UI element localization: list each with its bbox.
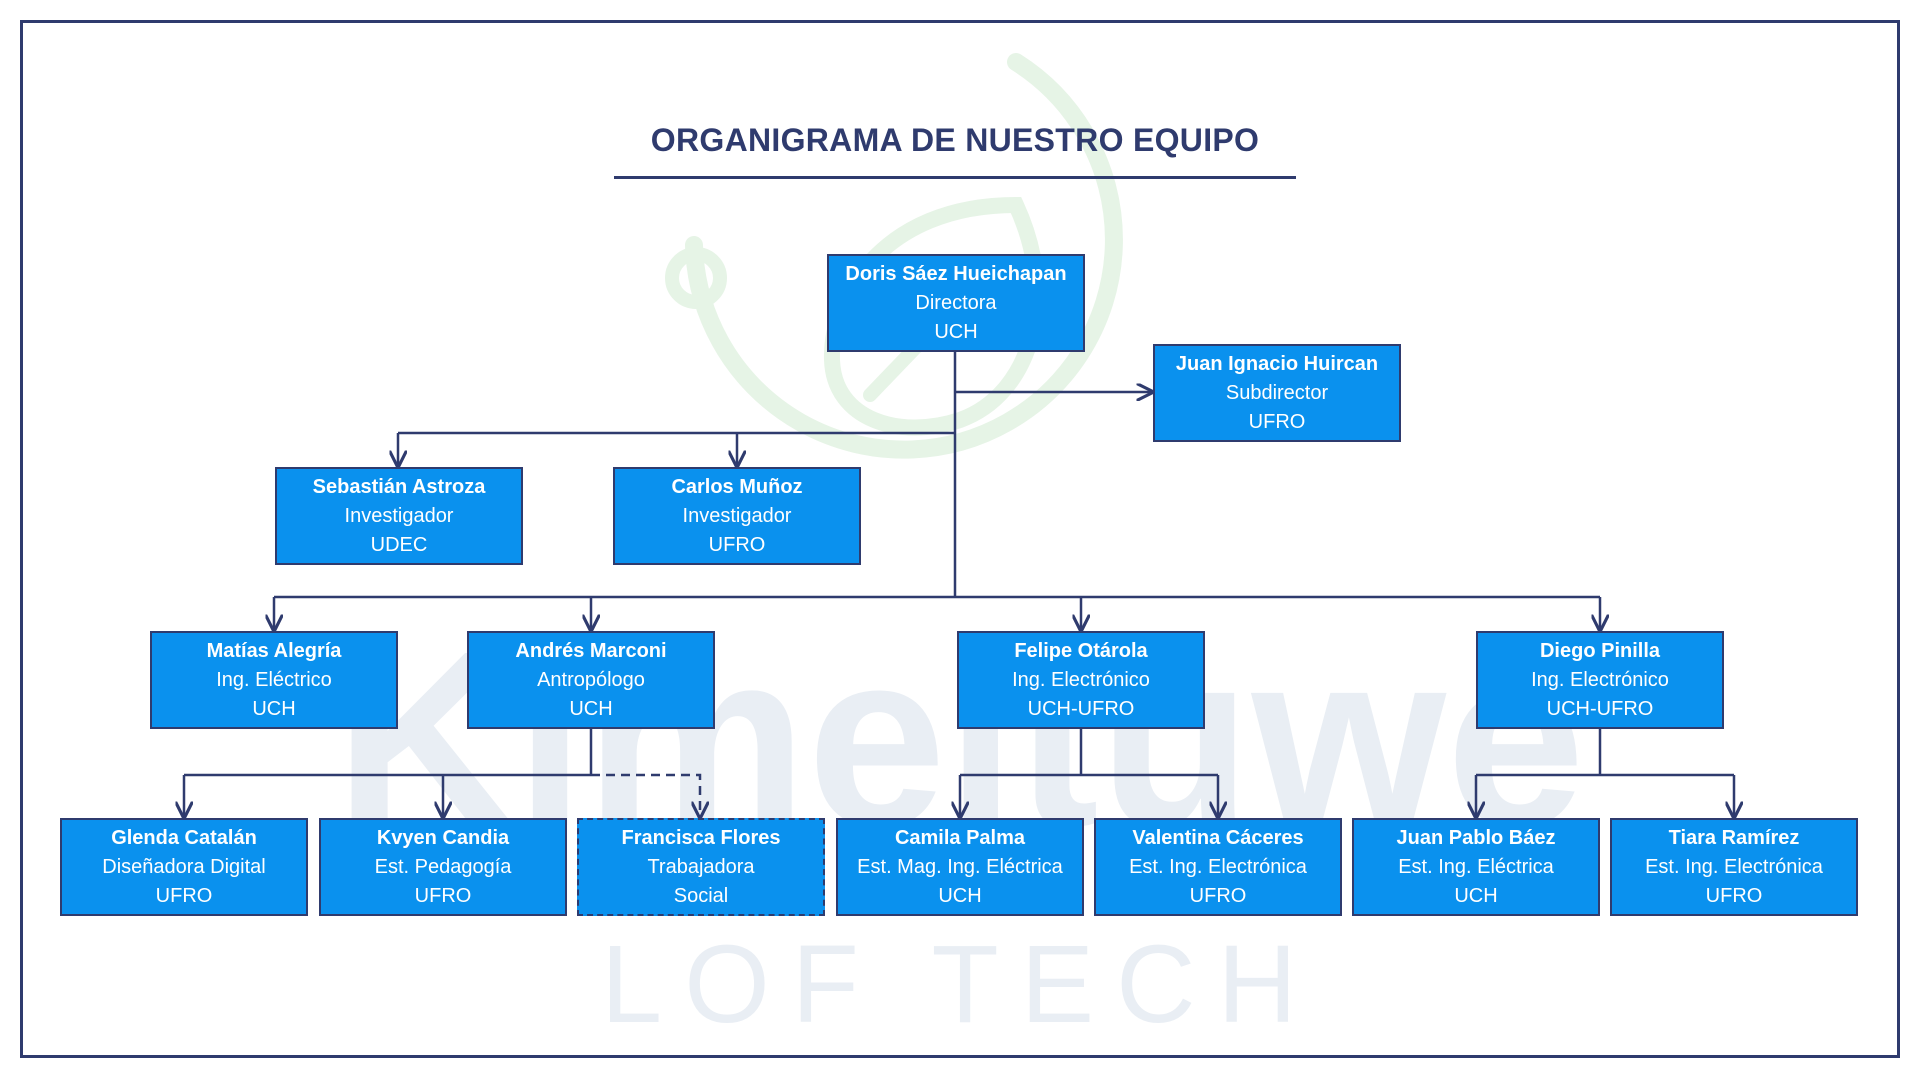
page-title: ORGANIGRAMA DE NUESTRO EQUIPO (650, 122, 1260, 158)
node-role: Investigador (344, 504, 454, 527)
node-institution: UFRO (155, 884, 213, 907)
node-tiara-ramirez: Tiara Ramírez Est. Ing. Electrónica UFRO (1610, 818, 1858, 916)
node-matias-alegria: Matías Alegría Ing. Eléctrico UCH (150, 631, 398, 729)
node-institution: UCH-UFRO (1027, 697, 1135, 720)
node-institution: UFRO (1705, 884, 1763, 907)
node-role: Est. Pedagogía (374, 855, 512, 878)
node-name: Valentina Cáceres (1132, 826, 1304, 849)
node-role: Est. Ing. Electrónica (1645, 855, 1823, 878)
node-doris-saez: Doris Sáez Hueichapan Directora UCH (827, 254, 1085, 352)
node-institution: UFRO (1248, 410, 1306, 433)
node-institution: UFRO (414, 884, 472, 907)
node-name: Glenda Catalán (111, 826, 257, 849)
title-underline (614, 176, 1296, 179)
node-role: Antropólogo (537, 668, 645, 691)
node-name: Sebastián Astroza (312, 475, 486, 498)
node-role: Est. Ing. Electrónica (1129, 855, 1307, 878)
connector-to-francisca (591, 773, 700, 817)
node-carlos-munoz: Carlos Muñoz Investigador UFRO (613, 467, 861, 565)
node-institution: UCH (252, 697, 296, 720)
node-glenda-catalan: Glenda Catalán Diseñadora Digital UFRO (60, 818, 308, 916)
node-name: Felipe Otárola (1014, 639, 1148, 662)
node-diego-pinilla: Diego Pinilla Ing. Electrónico UCH-UFRO (1476, 631, 1724, 729)
node-andres-marconi: Andrés Marconi Antropólogo UCH (467, 631, 715, 729)
node-name: Carlos Muñoz (671, 475, 803, 498)
node-role: Est. Mag. Ing. Eléctrica (857, 855, 1063, 878)
node-name: Juan Pablo Báez (1396, 826, 1556, 849)
node-francisca-flores: Francisca Flores Trabajadora Social (577, 818, 825, 916)
page-frame (20, 20, 1900, 1058)
node-role: Trabajadora (647, 855, 755, 878)
node-role: Subdirector (1225, 381, 1329, 404)
node-felipe-otarola: Felipe Otárola Ing. Electrónico UCH-UFRO (957, 631, 1205, 729)
node-institution: UCH (1454, 884, 1498, 907)
node-institution: UFRO (1189, 884, 1247, 907)
node-name: Andrés Marconi (515, 639, 667, 662)
node-role: Ing. Electrónico (1012, 668, 1150, 691)
node-name: Camila Palma (894, 826, 1026, 849)
node-name: Kvyen Candia (376, 826, 510, 849)
node-name: Matías Alegría (206, 639, 342, 662)
node-role: Investigador (682, 504, 792, 527)
node-role: Ing. Electrónico (1531, 668, 1669, 691)
node-valentina-caceres: Valentina Cáceres Est. Ing. Electrónica … (1094, 818, 1342, 916)
node-juan-ignacio-huircan: Juan Ignacio Huircan Subdirector UFRO (1153, 344, 1401, 442)
node-role: Est. Ing. Eléctrica (1398, 855, 1554, 878)
node-kvyen-candia: Kvyen Candia Est. Pedagogía UFRO (319, 818, 567, 916)
node-institution: Social (673, 884, 729, 907)
node-role: Directora (915, 291, 997, 314)
node-camila-palma: Camila Palma Est. Mag. Ing. Eléctrica UC… (836, 818, 1084, 916)
node-name: Juan Ignacio Huircan (1175, 352, 1379, 375)
node-name: Tiara Ramírez (1668, 826, 1800, 849)
node-institution: UFRO (708, 533, 766, 556)
node-juan-pablo-baez: Juan Pablo Báez Est. Ing. Eléctrica UCH (1352, 818, 1600, 916)
node-institution: UCH-UFRO (1546, 697, 1654, 720)
node-sebastian-astroza: Sebastián Astroza Investigador UDEC (275, 467, 523, 565)
node-name: Francisca Flores (621, 826, 781, 849)
node-role: Diseñadora Digital (102, 855, 266, 878)
node-institution: UCH (934, 320, 978, 343)
node-institution: UCH (938, 884, 982, 907)
node-role: Ing. Eléctrico (216, 668, 332, 691)
node-name: Doris Sáez Hueichapan (845, 262, 1067, 285)
node-institution: UDEC (370, 533, 428, 556)
node-institution: UCH (569, 697, 613, 720)
node-name: Diego Pinilla (1539, 639, 1661, 662)
